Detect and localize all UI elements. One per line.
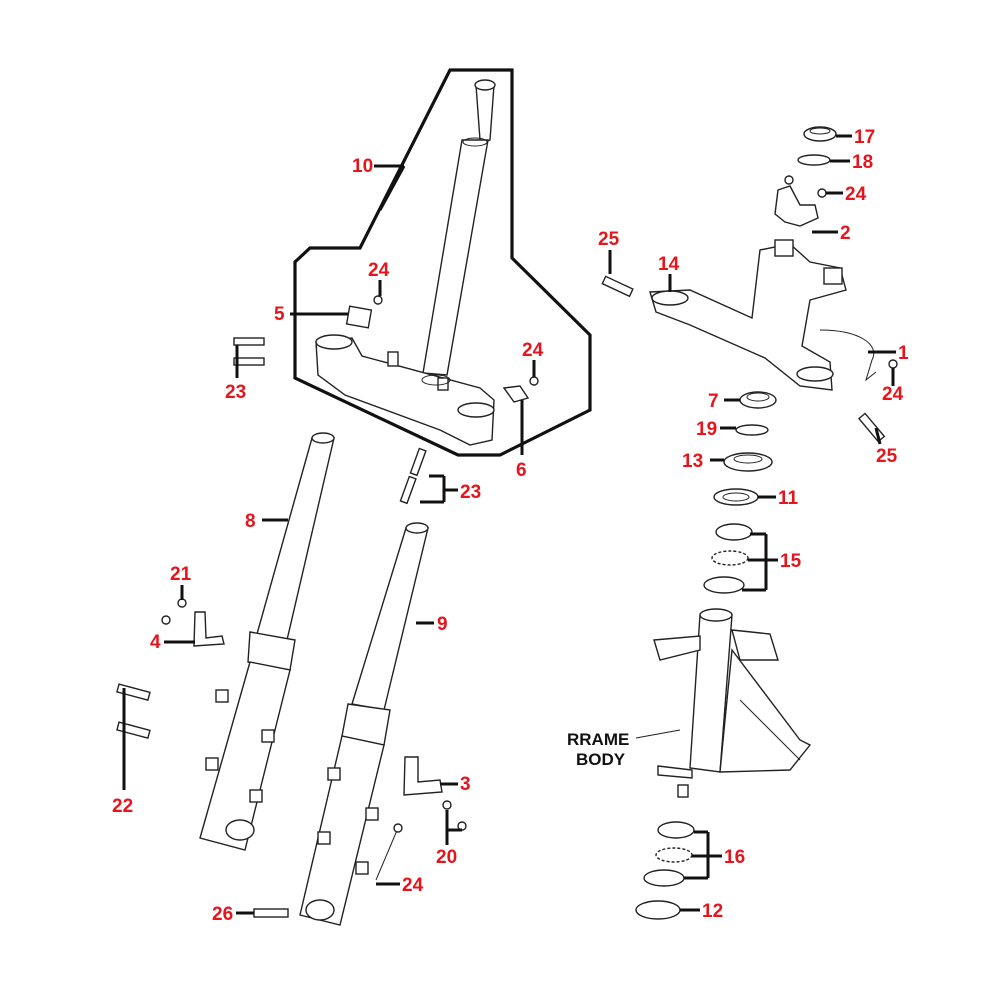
callout-25a: 25 — [598, 229, 620, 250]
bracket-part-2 — [774, 185, 819, 227]
callout-6: 6 — [516, 460, 527, 481]
callout-4: 4 — [150, 632, 161, 653]
callout-24d: 24 — [882, 384, 904, 405]
callout-21: 21 — [170, 564, 192, 585]
callout-20: 20 — [436, 847, 457, 868]
bolts-part-22 — [116, 683, 151, 740]
cone-part-7 — [739, 391, 777, 409]
bracket-part-4 — [193, 611, 225, 647]
callout-24c: 24 — [845, 184, 867, 205]
frame-label-line1: RRAME — [567, 730, 629, 749]
callout-10: 10 — [352, 156, 373, 177]
callout-24e: 24 — [402, 875, 424, 896]
callout-7: 7 — [708, 391, 719, 412]
race-part-15b — [703, 576, 745, 594]
bolt-part-20a — [442, 800, 452, 810]
race-part-16a — [657, 821, 695, 839]
steering-stem-part — [315, 79, 496, 446]
clamp-part-6 — [502, 385, 530, 403]
bolt-part-24c-a — [784, 175, 794, 185]
bolt-part-25a — [601, 275, 634, 298]
wire-clip-part-1 — [819, 329, 877, 382]
callout-14: 14 — [658, 254, 680, 275]
bolts-part-23-lower — [399, 447, 427, 505]
callout-15: 15 — [780, 551, 802, 572]
bolt-part-24b — [529, 376, 539, 386]
callout-23a: 23 — [225, 382, 246, 403]
bolt-part-24d — [888, 359, 898, 369]
bolt-part-24e — [375, 827, 399, 881]
bolt-part-25b — [857, 412, 886, 443]
seal-part-12 — [635, 900, 681, 920]
callout-3: 3 — [460, 774, 471, 795]
bolt-part-21b — [161, 615, 171, 625]
callout-19: 19 — [696, 419, 717, 440]
callout-12: 12 — [702, 901, 723, 922]
callout-24a: 24 — [368, 260, 390, 281]
callout-17: 17 — [854, 127, 875, 148]
callout-11: 11 — [778, 488, 799, 509]
callout-5: 5 — [274, 304, 285, 325]
top-bridge-part-14 — [649, 239, 847, 391]
callout-1: 1 — [898, 343, 909, 364]
bolt-part-26 — [253, 908, 289, 918]
callout-8: 8 — [245, 511, 256, 532]
callout-25b: 25 — [876, 446, 898, 467]
bearing-part-16 — [655, 847, 693, 863]
callout-26: 26 — [212, 904, 233, 925]
fork-leg-part-9 — [299, 522, 429, 926]
race-part-16b — [643, 869, 685, 887]
bolts-part-23-upper — [233, 337, 265, 366]
seal-part-13 — [723, 452, 773, 472]
frame-label-line2: BODY — [576, 750, 626, 769]
washer-part-18 — [797, 154, 831, 166]
callout-16: 16 — [724, 847, 745, 868]
bracket-part-3 — [403, 756, 443, 796]
fork-leg-part-8 — [199, 432, 335, 851]
bolt-part-24a — [373, 295, 383, 305]
callout-24b: 24 — [522, 340, 544, 361]
callout-13: 13 — [682, 451, 703, 472]
leader-lines — [122, 134, 896, 915]
bolt-part-21a — [177, 598, 187, 608]
washer-part-19 — [735, 424, 769, 436]
race-part-15a — [715, 523, 753, 541]
stem-group-outline — [293, 68, 592, 457]
frame-body-part — [653, 608, 812, 798]
bearing-part-15 — [711, 550, 749, 566]
callout-9: 9 — [437, 614, 448, 635]
bolt-part-24e-head — [393, 823, 403, 833]
callout-23b: 23 — [460, 482, 481, 503]
callout-2: 2 — [840, 223, 851, 244]
bolt-part-24c-b — [817, 188, 827, 198]
race-part-11 — [713, 488, 759, 506]
clamp-part-5 — [345, 305, 373, 329]
callout-18: 18 — [852, 152, 873, 173]
callout-22: 22 — [112, 796, 133, 817]
